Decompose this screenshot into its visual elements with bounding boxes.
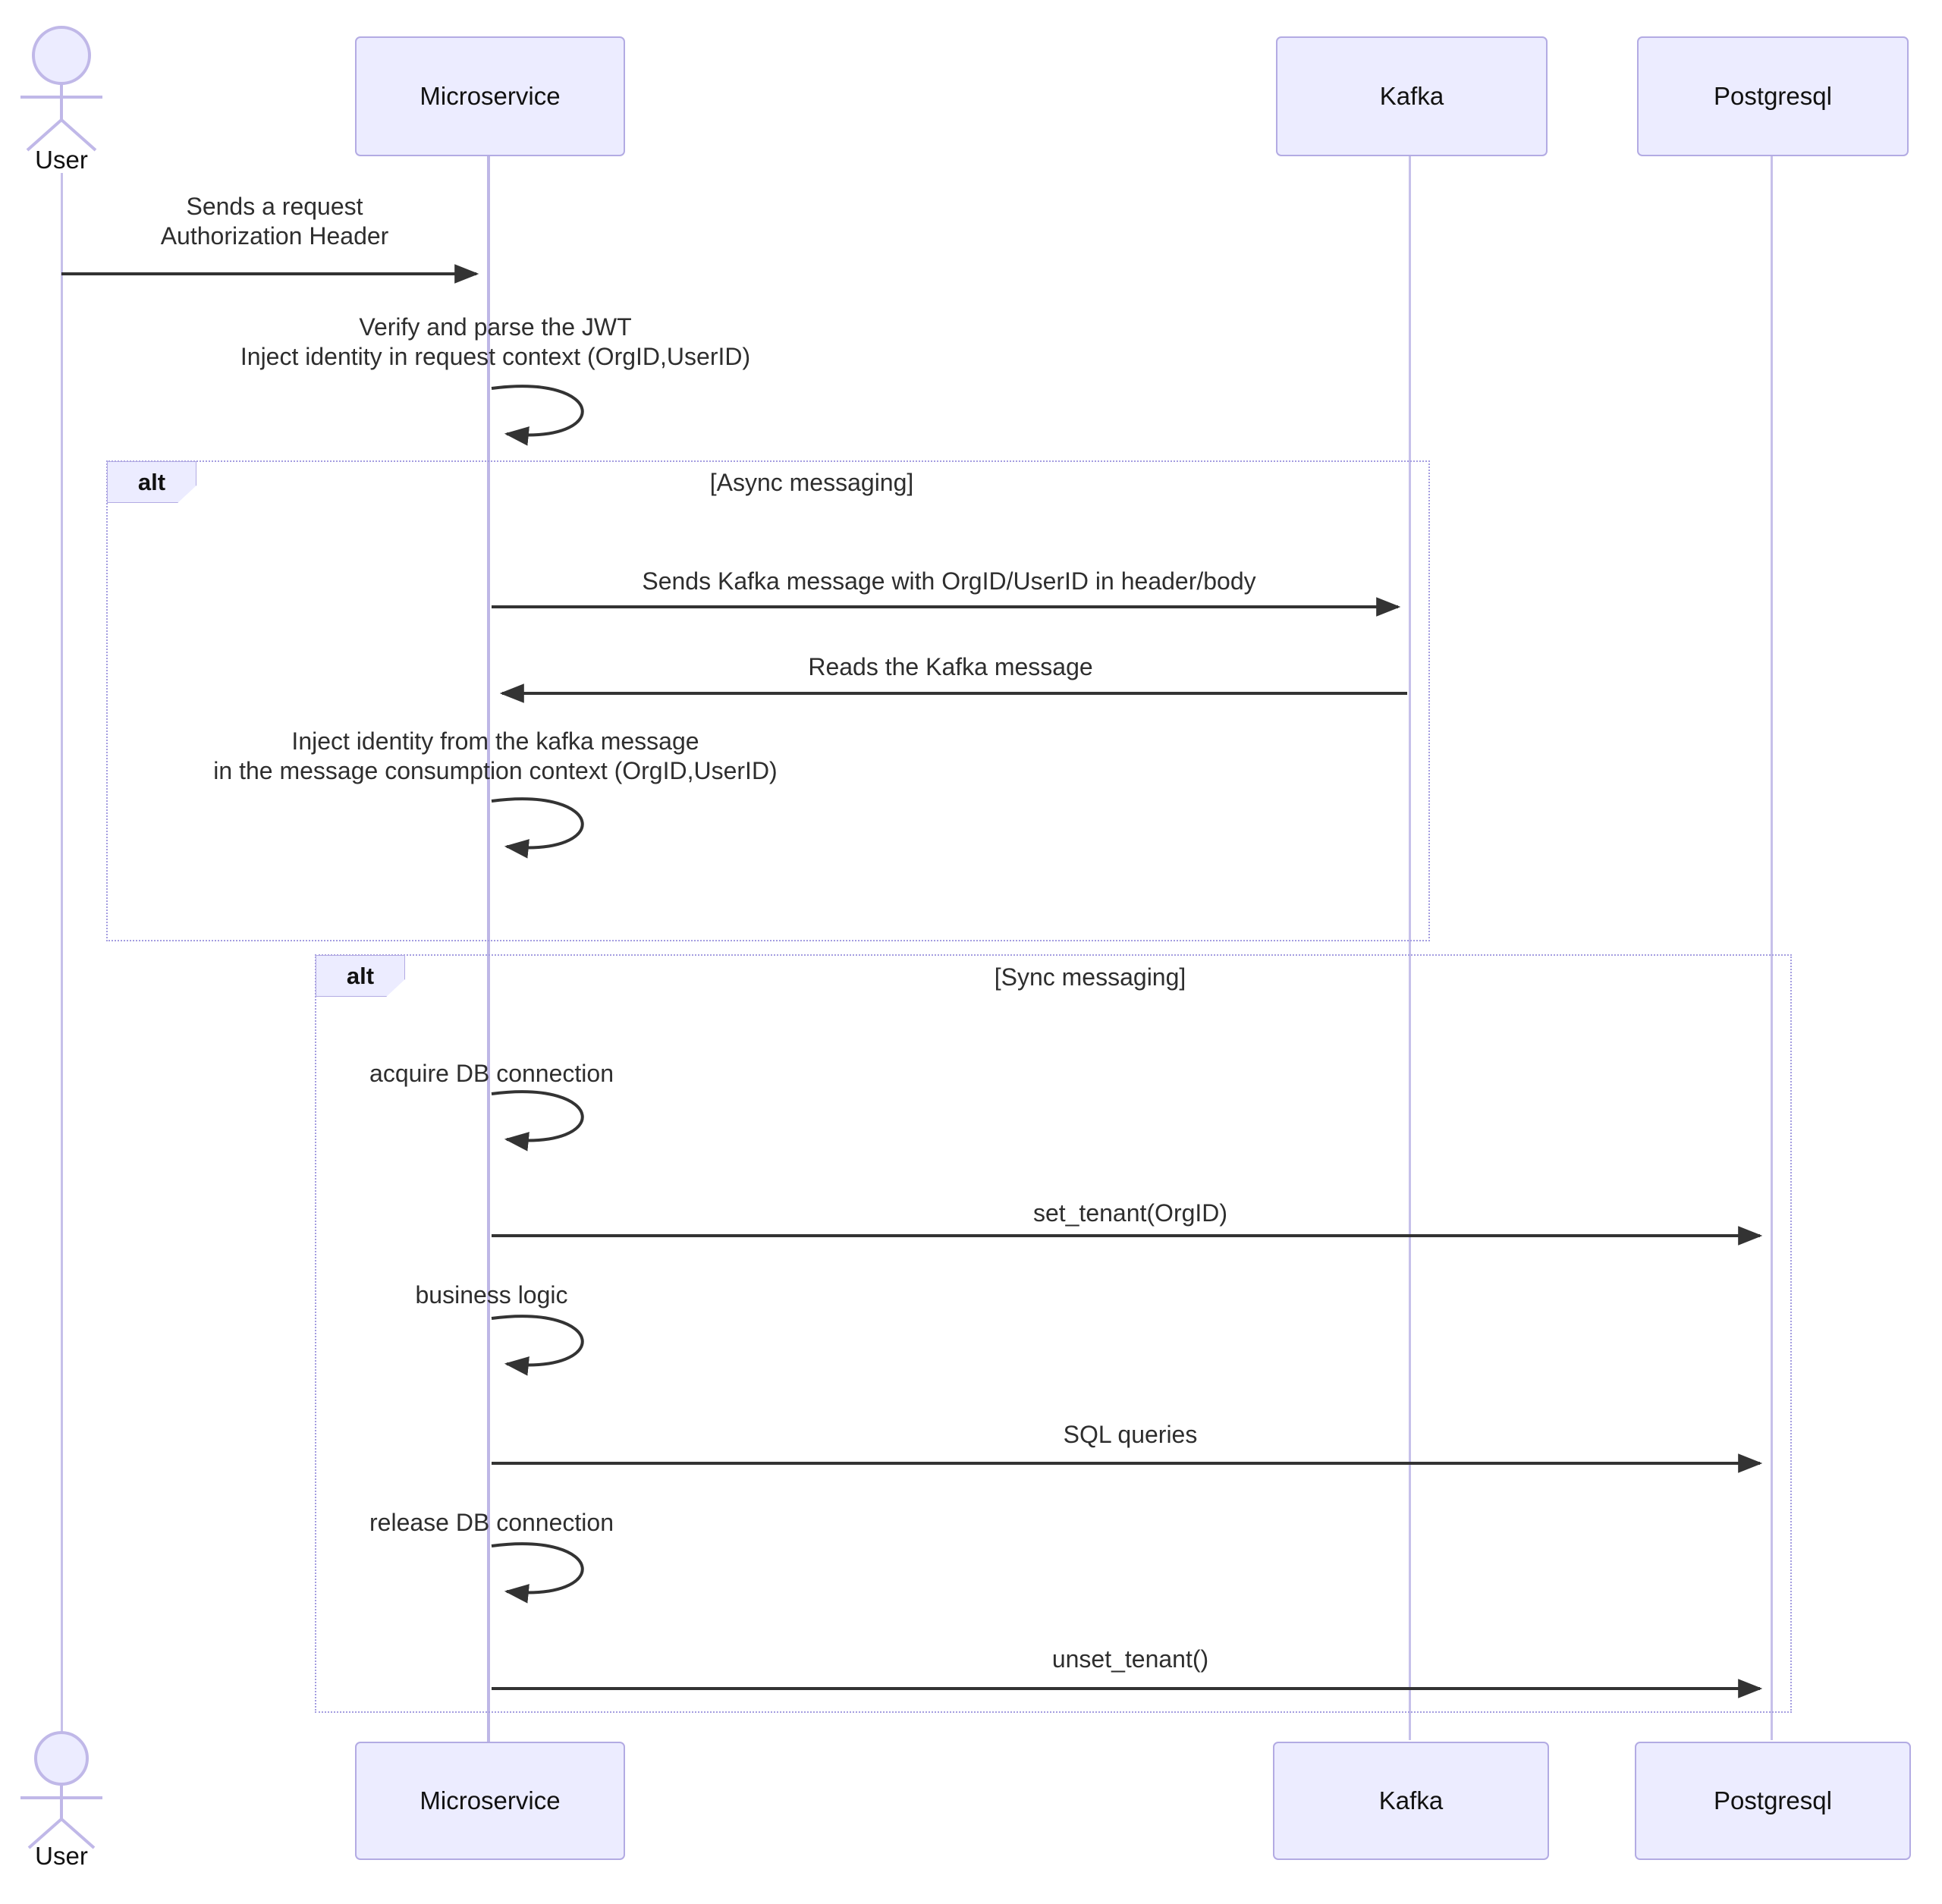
alt-operator-async: alt [107, 461, 196, 503]
message-label-business-logic: business logic [415, 1281, 568, 1309]
actor-label-user-top: User [35, 146, 88, 174]
participant-top-microservice: Microservice [355, 36, 625, 156]
participant-top-postgresql: Postgresql [1637, 36, 1909, 156]
participant-label: Postgresql [1714, 82, 1832, 110]
self-loop-verify-jwt [491, 385, 584, 446]
self-loop-release-db [491, 1542, 584, 1604]
actor-label-user-bottom: User [35, 1842, 88, 1870]
participant-label: Kafka [1378, 1786, 1444, 1814]
participant-bottom-postgresql: Postgresql [1635, 1742, 1911, 1860]
participant-top-kafka: Kafka [1276, 36, 1548, 156]
alt-operator-text: alt [137, 468, 166, 495]
self-loop-inject-identity [491, 797, 584, 859]
participant-label: Kafka [1379, 82, 1444, 110]
participant-bottom-microservice: Microservice [355, 1742, 625, 1860]
message-label-release-db: release DB connection [369, 1509, 614, 1536]
message-label-unset-tenant: unset_tenant() [1051, 1645, 1209, 1673]
message-label-inject-identity: Inject identity from the kafka message i… [213, 727, 778, 785]
alt-condition-async: [Async messaging] [709, 469, 914, 496]
message-label-read-kafka: Reads the Kafka message [808, 653, 1093, 680]
message-arrows [61, 264, 1763, 1698]
message-label-request: Sends a request Authorization Header [160, 193, 389, 250]
message-label-set-tenant: set_tenant(OrgID) [1032, 1199, 1228, 1227]
self-loop-business-logic [491, 1315, 584, 1376]
alt-frame-async [106, 460, 1430, 941]
self-loop-acquire-db [491, 1090, 584, 1152]
alt-condition-sync: [Sync messaging] [994, 963, 1186, 991]
user-actor-bottom [20, 1731, 102, 1849]
lifeline-kafka [1409, 153, 1411, 1740]
alt-operator-sync: alt [316, 955, 405, 997]
message-label-sql-queries: SQL queries [1063, 1421, 1198, 1448]
participant-label: Microservice [420, 1786, 561, 1814]
alt-frame-sync [315, 954, 1792, 1713]
participant-label: Postgresql [1714, 1786, 1832, 1814]
message-label-send-kafka: Sends Kafka message with OrgID/UserID in… [642, 567, 1256, 595]
user-actor-top [20, 26, 102, 152]
message-label-verify-jwt: Verify and parse the JWT Inject identity… [240, 313, 751, 371]
message-label-acquire-db: acquire DB connection [369, 1060, 614, 1087]
alt-operator-text: alt [346, 962, 375, 989]
lifeline-microservice [487, 153, 490, 1742]
lifeline-postgresql [1771, 153, 1773, 1740]
participant-bottom-kafka: Kafka [1273, 1742, 1549, 1860]
lifeline-user [61, 173, 63, 1733]
participant-label: Microservice [420, 82, 561, 110]
